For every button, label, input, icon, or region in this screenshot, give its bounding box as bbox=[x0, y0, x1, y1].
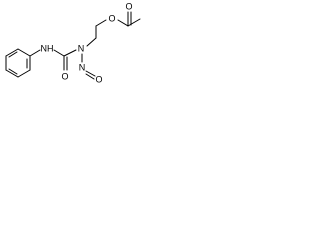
phenyl-ring bbox=[5, 48, 31, 78]
bond-nn-o bbox=[85, 70, 96, 77]
atom-o-urea: O bbox=[61, 71, 68, 81]
bond-nh-carbonyl bbox=[53, 49, 65, 57]
atom-o-nitroso: O bbox=[95, 74, 102, 84]
bond-o-acetylc bbox=[117, 19, 129, 27]
ring-bond bbox=[17, 48, 31, 57]
ring-bond bbox=[5, 69, 19, 78]
atom-n-nitroso: N bbox=[78, 43, 85, 53]
atom-nh: NH bbox=[41, 43, 54, 53]
bond-carbonyl-n bbox=[63, 49, 77, 57]
atom-o-ester: O bbox=[108, 13, 115, 23]
bond-acetylc-ch3 bbox=[127, 18, 141, 27]
bond-ring-nh bbox=[29, 49, 41, 57]
atom-n-oxide: N bbox=[79, 62, 86, 72]
ring-bond bbox=[5, 48, 19, 57]
atom-o-acetyl: O bbox=[125, 1, 132, 11]
ring-bond bbox=[17, 69, 31, 78]
bond-ch2-o bbox=[95, 19, 107, 27]
bond-n-ch2 bbox=[86, 37, 97, 47]
ring-double-bond bbox=[8, 68, 18, 75]
ring-double-bond bbox=[8, 51, 18, 58]
bond-nn-o bbox=[85, 73, 95, 80]
chemical-structure-diagram: NH O N N O O O bbox=[5, 1, 141, 84]
